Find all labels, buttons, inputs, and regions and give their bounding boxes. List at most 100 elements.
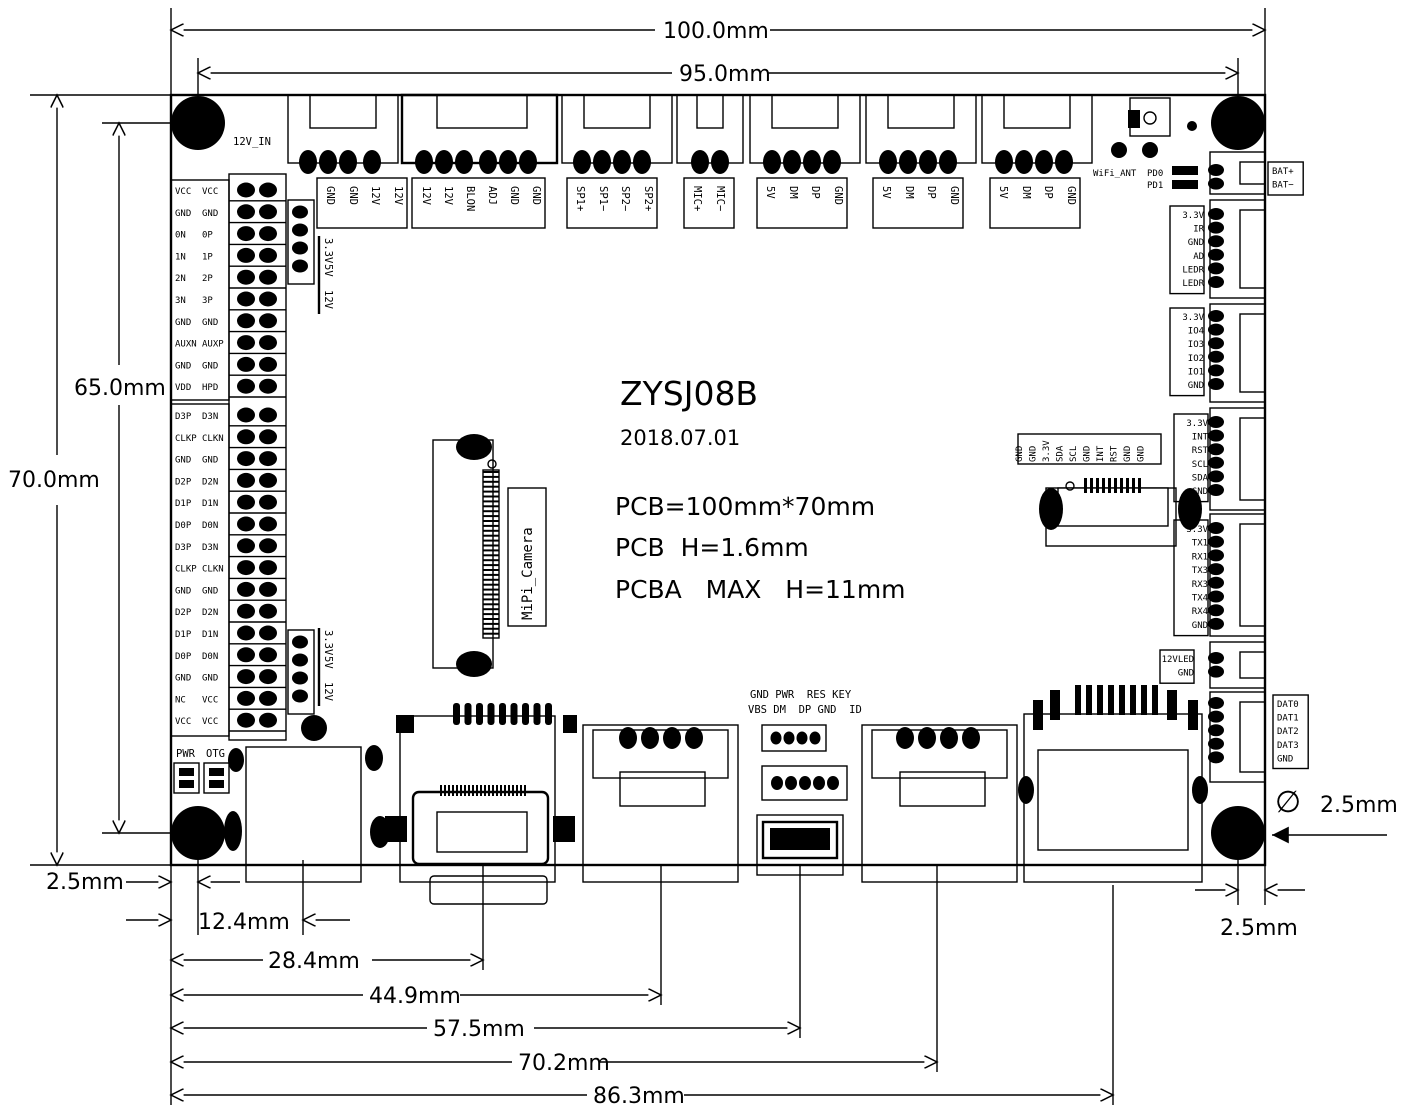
- touch-pin-label: GND: [1123, 446, 1133, 462]
- lvds-pin-label: D0N: [202, 521, 218, 531]
- voltage-select-label: 5V: [322, 656, 334, 669]
- lvds-pin-label: 1N: [175, 252, 186, 262]
- top-pin-label: GND: [948, 186, 960, 205]
- lvds-pin-label: AUXN: [175, 340, 197, 350]
- lvds-pin-label: D2P: [175, 608, 192, 618]
- touch-pin-label: 3.3V: [1042, 440, 1052, 462]
- right-pin-label: TX1: [1192, 539, 1208, 549]
- lvds-pin-label: D3N: [202, 543, 218, 553]
- pd1-label: PD1: [1147, 181, 1163, 191]
- touch-pin-label: GND: [1015, 446, 1025, 462]
- voltage-select-label: 12V: [322, 682, 334, 702]
- dim-86-3: 86.3mm: [593, 1084, 685, 1109]
- top-pin-label: ADJ: [486, 186, 498, 205]
- right-pin-label: GND: [1277, 754, 1293, 764]
- spec-size: PCB=100mm*70mm: [615, 492, 875, 521]
- mount-hole-br: [1211, 806, 1265, 860]
- dim-12-4: 12.4mm: [198, 910, 290, 935]
- right-pin-label: DAT3: [1277, 741, 1299, 751]
- lvds-pin-label: VCC: [175, 187, 191, 197]
- dim-70-2: 70.2mm: [518, 1051, 610, 1076]
- top-pin-label: 5V: [997, 186, 1009, 199]
- lvds-pin-label: GND: [175, 318, 191, 328]
- top-pin-label: DP: [1042, 186, 1054, 199]
- top-pin-label: DM: [903, 186, 915, 199]
- mount-hole-bl: [171, 806, 225, 860]
- lvds-pin-label: D2P: [175, 477, 192, 487]
- dim-width-holes: 95.0mm: [679, 62, 771, 87]
- lvds-pin-label: GND: [175, 361, 191, 371]
- touch-pin-label: INT: [1096, 445, 1106, 462]
- lvds-pin-label: 0P: [202, 231, 213, 241]
- dim-width-outer: 100.0mm: [663, 19, 769, 44]
- lvds-pin-label: HPD: [202, 383, 218, 393]
- top-pin-label: GND: [832, 186, 844, 205]
- touch-pin-label: GND: [1137, 446, 1147, 462]
- dim-57-5: 57.5mm: [433, 1017, 525, 1042]
- right-pin-label: BAT+: [1272, 167, 1294, 177]
- right-pin-label: RX4: [1192, 607, 1208, 617]
- right-pin-label: RST: [1192, 446, 1209, 456]
- right-pin-label: GND: [1192, 487, 1208, 497]
- lvds-pin-label: D1N: [202, 499, 218, 509]
- bottom-connectors: GND PWR RES KEY VBS DM DP GND ID: [245, 685, 1208, 905]
- top-pin-label: DM: [1020, 186, 1032, 199]
- lvds-pin-label: CLKP: [175, 565, 197, 575]
- top-pin-label: DP: [809, 186, 821, 199]
- right-pin-label: SCL: [1192, 460, 1208, 470]
- right-connectors: BAT+BAT−3.3VIRGNDADLEDRLEDR3.3VIO4IO3IO2…: [1159, 151, 1309, 783]
- top-pin-label: SP1−: [597, 186, 609, 211]
- top-pin-label: 12V: [442, 186, 454, 206]
- top-pin-label: 12V: [369, 186, 381, 206]
- right-pin-label: TX3: [1192, 566, 1208, 576]
- usb-header-top-label: GND PWR RES KEY: [750, 689, 852, 701]
- lvds-pin-label: GND: [202, 209, 218, 219]
- usb-header-bottom-label: VBS DM DP GND ID: [748, 704, 862, 716]
- lvds-pin-label: CLKN: [202, 565, 224, 575]
- lvds-pin-label: D1N: [202, 630, 218, 640]
- top-pin-label: SP1+: [574, 186, 586, 211]
- lvds-pin-label: VCC: [202, 695, 218, 705]
- right-pin-label: IO2: [1188, 354, 1204, 364]
- top-pin-label: BLON: [464, 186, 476, 211]
- board-date: 2018.07.01: [620, 426, 740, 450]
- right-pin-label: IO1: [1188, 367, 1204, 377]
- lvds-pin-label: D1P: [175, 630, 192, 640]
- pwr-otg: PWR OTG: [173, 748, 244, 794]
- right-pin-label: DAT0: [1277, 700, 1299, 710]
- top-pin-label: GND: [1065, 186, 1077, 205]
- top-pin-label: MIC+: [691, 186, 703, 211]
- touch-pin-label: SCL: [1069, 446, 1079, 462]
- voltage-select-label: 5V: [322, 264, 334, 277]
- spec-thickness: PCB H=1.6mm: [615, 533, 809, 562]
- voltage-select-label: 3.3V: [322, 238, 334, 264]
- lvds-pin-label: GND: [175, 209, 191, 219]
- top-pin-label: DM: [787, 186, 799, 199]
- lvds-pin-label: NC: [175, 695, 186, 705]
- lvds-pin-label: CLKP: [175, 434, 197, 444]
- right-pin-label: RX1: [1192, 552, 1208, 562]
- right-pin-label: INT: [1192, 433, 1209, 443]
- top-pin-label: GND: [324, 186, 336, 205]
- top-pin-label: GND: [508, 186, 520, 205]
- right-pin-label: 3.3V: [1186, 525, 1208, 535]
- top-pin-label: SP2+: [642, 186, 654, 211]
- top-pin-label: SP2−: [619, 186, 631, 211]
- right-pin-label: IR: [1193, 225, 1204, 235]
- spec-height: PCBA MAX H=11mm: [615, 575, 906, 604]
- lvds-pin-label: GND: [175, 586, 191, 596]
- right-pin-label: LEDR: [1182, 279, 1204, 289]
- camera-label: MiPi_Camera: [520, 527, 536, 620]
- lvds-pin-label: GND: [202, 586, 218, 596]
- otg-label: OTG: [206, 748, 225, 760]
- right-pin-label: IO4: [1188, 327, 1204, 337]
- top-pin-label: 5V: [764, 186, 776, 199]
- lvds-pin-label: 2N: [175, 274, 186, 284]
- lvds-pin-label: D3P: [175, 412, 192, 422]
- right-pin-label: 12VLED: [1162, 655, 1195, 665]
- dim-28-4: 28.4mm: [268, 949, 360, 974]
- right-pin-label: IO3: [1188, 340, 1204, 350]
